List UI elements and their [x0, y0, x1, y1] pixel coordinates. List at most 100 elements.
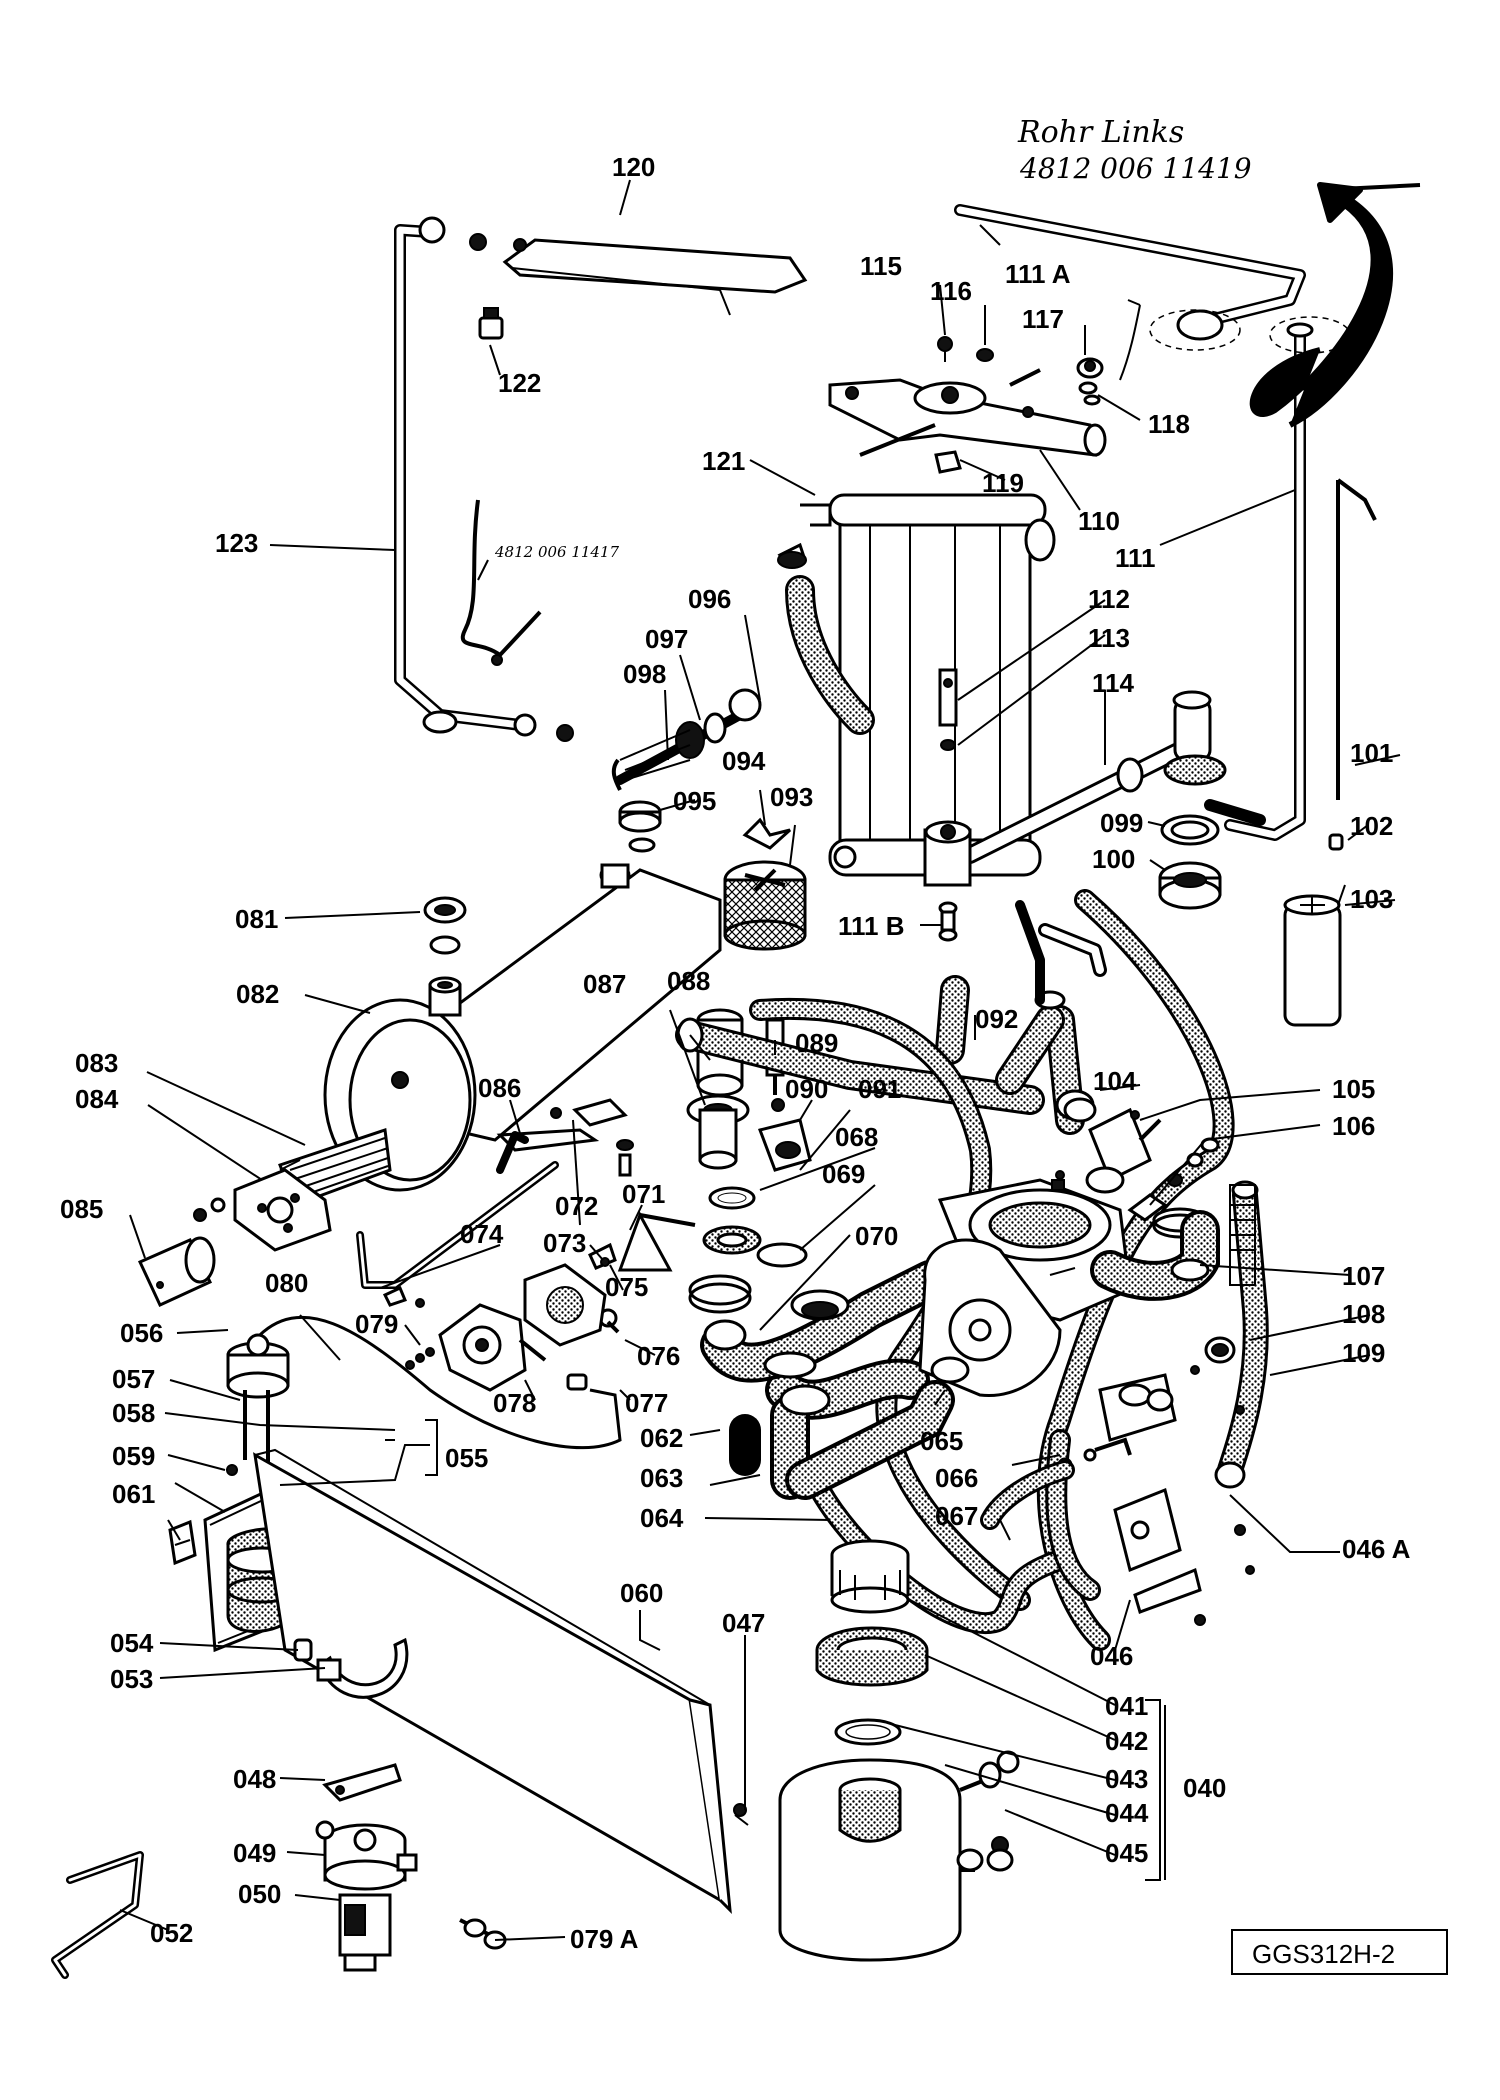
label-084: 084: [75, 1084, 119, 1114]
spray-pipe-111a: [954, 204, 1306, 351]
sensor-106: [1127, 1137, 1220, 1222]
flange-084: [193, 1168, 332, 1252]
fitting-111b: [938, 901, 958, 942]
label-043: 043: [1105, 1764, 1148, 1794]
clip-102: [1328, 833, 1344, 851]
screw-058: [226, 1464, 238, 1476]
pump-065: [918, 1178, 1220, 1398]
label-085: 085: [60, 1194, 103, 1224]
label-063: 063: [640, 1463, 683, 1493]
label-081: 081: [235, 904, 278, 934]
key-052: [51, 1851, 144, 1979]
label-110: 110: [1078, 506, 1120, 536]
sensor-079a: [459, 1918, 507, 1950]
label-092: 092: [975, 1004, 1018, 1034]
label-044: 044: [1105, 1798, 1149, 1828]
label-049: 049: [233, 1838, 276, 1868]
label-057: 057: [112, 1364, 155, 1394]
clip-094: [742, 817, 792, 850]
capillary-086: [356, 1098, 628, 1289]
label-046a: 046 A: [1342, 1534, 1411, 1564]
label-104: 104: [1093, 1066, 1137, 1096]
capacitor-085: [137, 1236, 216, 1307]
label-048: 048: [233, 1764, 276, 1794]
cap-117: [1076, 357, 1104, 379]
label-118: 118: [1148, 409, 1190, 439]
label-068: 068: [835, 1122, 878, 1152]
label-047: 047: [722, 1608, 765, 1638]
cable-part-number: 4812 006 11417: [494, 543, 620, 561]
container-045: [778, 1750, 1020, 1962]
leader-lines: [119, 179, 1401, 1941]
fittings-073-075: [382, 1242, 617, 1308]
label-096: 096: [688, 584, 731, 614]
sensor-049: [315, 1820, 418, 1891]
label-114: 114: [1092, 668, 1134, 698]
label-082: 082: [236, 979, 279, 1009]
part-labels: 120 122 123 115 116 111 A 117 118 121 11…: [60, 152, 1411, 1954]
label-121: 121: [702, 446, 745, 476]
label-095: 095: [673, 786, 716, 816]
label-100: 100: [1092, 844, 1135, 874]
washer-118: [1078, 381, 1101, 406]
ring-099: [1160, 814, 1220, 846]
label-093: 093: [770, 782, 813, 812]
drain-pipe-123: [394, 216, 574, 742]
group-bracket-040: [1145, 1699, 1161, 1881]
label-077: 077: [625, 1388, 668, 1418]
float-103: [1283, 884, 1346, 1027]
hose-066: [980, 1460, 1075, 1530]
label-058: 058: [112, 1398, 155, 1428]
handwritten-note-line2: 4812 006 11419: [1019, 152, 1252, 185]
label-040: 040: [1183, 1773, 1226, 1803]
label-102: 102: [1350, 811, 1393, 841]
label-107: 107: [1342, 1261, 1385, 1291]
o-ring-095: [628, 837, 656, 853]
small-parts-104: [1051, 1097, 1140, 1191]
label-065: 065: [920, 1426, 963, 1456]
label-079: 079: [355, 1309, 398, 1339]
label-091: 091: [858, 1074, 901, 1104]
pressure-switch-056: [226, 1333, 290, 1470]
label-122: 122: [498, 368, 541, 398]
label-086: 086: [478, 1073, 521, 1103]
bracket-046: [1113, 1487, 1255, 1626]
heater-rod-096: [611, 688, 762, 791]
hose-heat-exchanger: [777, 551, 875, 735]
label-101: 101: [1350, 738, 1393, 768]
label-119: 119: [982, 468, 1024, 498]
spray-manifold-110: [828, 368, 1107, 457]
hose-108: [1190, 1180, 1269, 1489]
label-108: 108: [1342, 1299, 1385, 1329]
group-bracket-055: [425, 1419, 438, 1476]
label-113: 113: [1088, 623, 1130, 653]
ring-068: [708, 1186, 756, 1210]
valve-105: [1085, 1107, 1162, 1194]
fitting-122: [478, 307, 504, 340]
rod-101: [1336, 478, 1377, 800]
cable-harness: 4812 006 11417: [460, 499, 620, 666]
label-075: 075: [605, 1272, 648, 1302]
filter-093: [723, 860, 807, 951]
label-066: 066: [935, 1463, 978, 1493]
label-123: 123: [215, 528, 258, 558]
label-061: 061: [112, 1479, 155, 1509]
flange-070a: [702, 1225, 762, 1255]
label-115: 115: [860, 251, 902, 281]
nut-119: [934, 450, 962, 474]
inlet-valve-046a: [1057, 1373, 1245, 1473]
label-116: 116: [930, 276, 972, 306]
pump-motor-078: [438, 1303, 588, 1392]
label-088: 088: [667, 966, 710, 996]
label-059: 059: [112, 1441, 155, 1471]
label-080: 080: [265, 1268, 308, 1298]
label-120: 120: [612, 152, 655, 182]
label-067: 067: [935, 1501, 978, 1531]
valve-090: [758, 1098, 812, 1172]
cap-095: [618, 800, 662, 833]
label-087: 087: [583, 969, 626, 999]
hose-063: [765, 1358, 955, 1500]
bracket-048: [322, 1763, 402, 1802]
label-045: 045: [1105, 1838, 1148, 1868]
